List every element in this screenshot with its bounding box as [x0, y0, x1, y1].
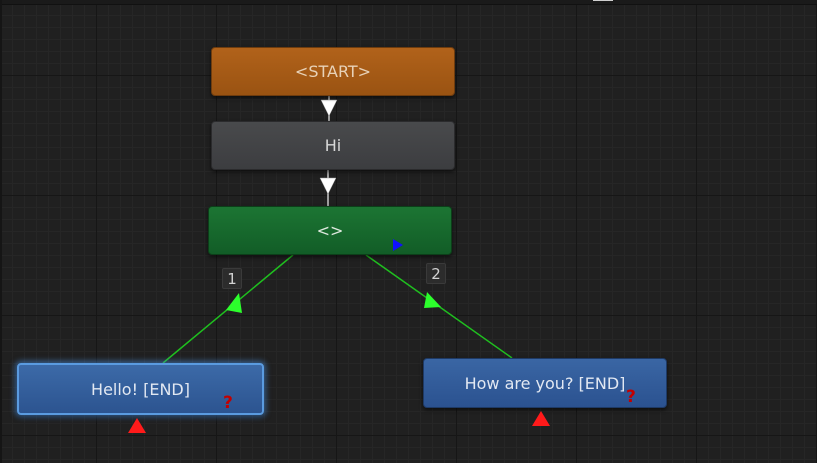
choice-arrow-icon: [226, 293, 242, 313]
warning-triangle-icon: [532, 411, 550, 426]
choice-index-badge-1: 1: [222, 268, 242, 289]
node-label: <>: [316, 221, 344, 240]
node-label: How are you? [END]: [464, 373, 626, 393]
choice-arrow-icon: [424, 292, 441, 308]
question-mark-icon: ?: [223, 393, 233, 413]
canvas-left-border: [0, 0, 2, 463]
toolbar-indicator: [593, 0, 613, 1]
choice-index-label: 1: [227, 269, 237, 288]
choice-index-label: 2: [431, 264, 441, 283]
node-label: Hello! [END]: [91, 379, 190, 399]
dialogue-node-hi[interactable]: Hi: [211, 121, 455, 170]
question-mark-icon: ?: [626, 387, 636, 407]
flow-arrow-icon: [320, 99, 338, 117]
choice-index-badge-2: 2: [426, 263, 446, 284]
choice-node[interactable]: <>: [208, 206, 452, 255]
node-label: Hi: [324, 136, 342, 155]
toolbar-edge: [0, 0, 817, 5]
flow-arrow-icon: [319, 177, 337, 195]
warning-triangle-icon: [128, 418, 146, 433]
start-node[interactable]: <START>: [211, 47, 455, 96]
output-port-icon[interactable]: [393, 239, 403, 251]
node-label: <START>: [294, 62, 372, 81]
